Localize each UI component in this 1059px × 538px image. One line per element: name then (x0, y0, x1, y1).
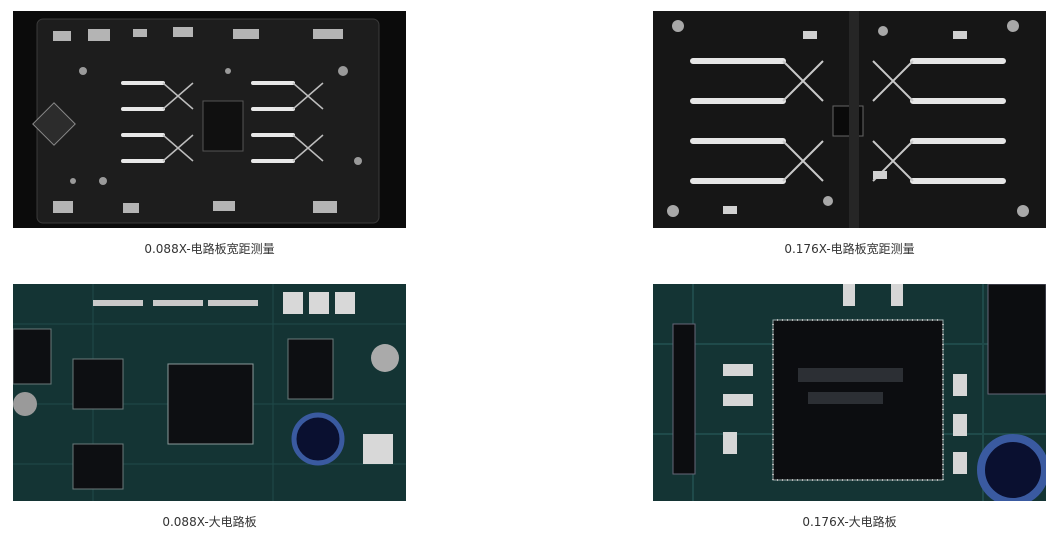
gallery-caption-3: 0.088X-大电路板 (162, 515, 257, 529)
pcb-green-photo (13, 284, 406, 501)
large-pcb-image-1 (13, 284, 406, 501)
large-pcb-image-2 (653, 284, 1046, 501)
pcb-green-zoom-photo (653, 284, 1046, 501)
gallery-caption-2: 0.176X-电路板宽距测量 (784, 242, 915, 256)
pcb-grayscale-zoom-photo (653, 11, 1046, 228)
pcb-width-measurement-image-2 (653, 11, 1046, 228)
pcb-grayscale-photo (13, 11, 406, 228)
pcb-width-measurement-image-1 (13, 11, 406, 228)
gallery-caption-1: 0.088X-电路板宽距测量 (144, 242, 275, 256)
gallery-caption-4: 0.176X-大电路板 (802, 515, 897, 529)
